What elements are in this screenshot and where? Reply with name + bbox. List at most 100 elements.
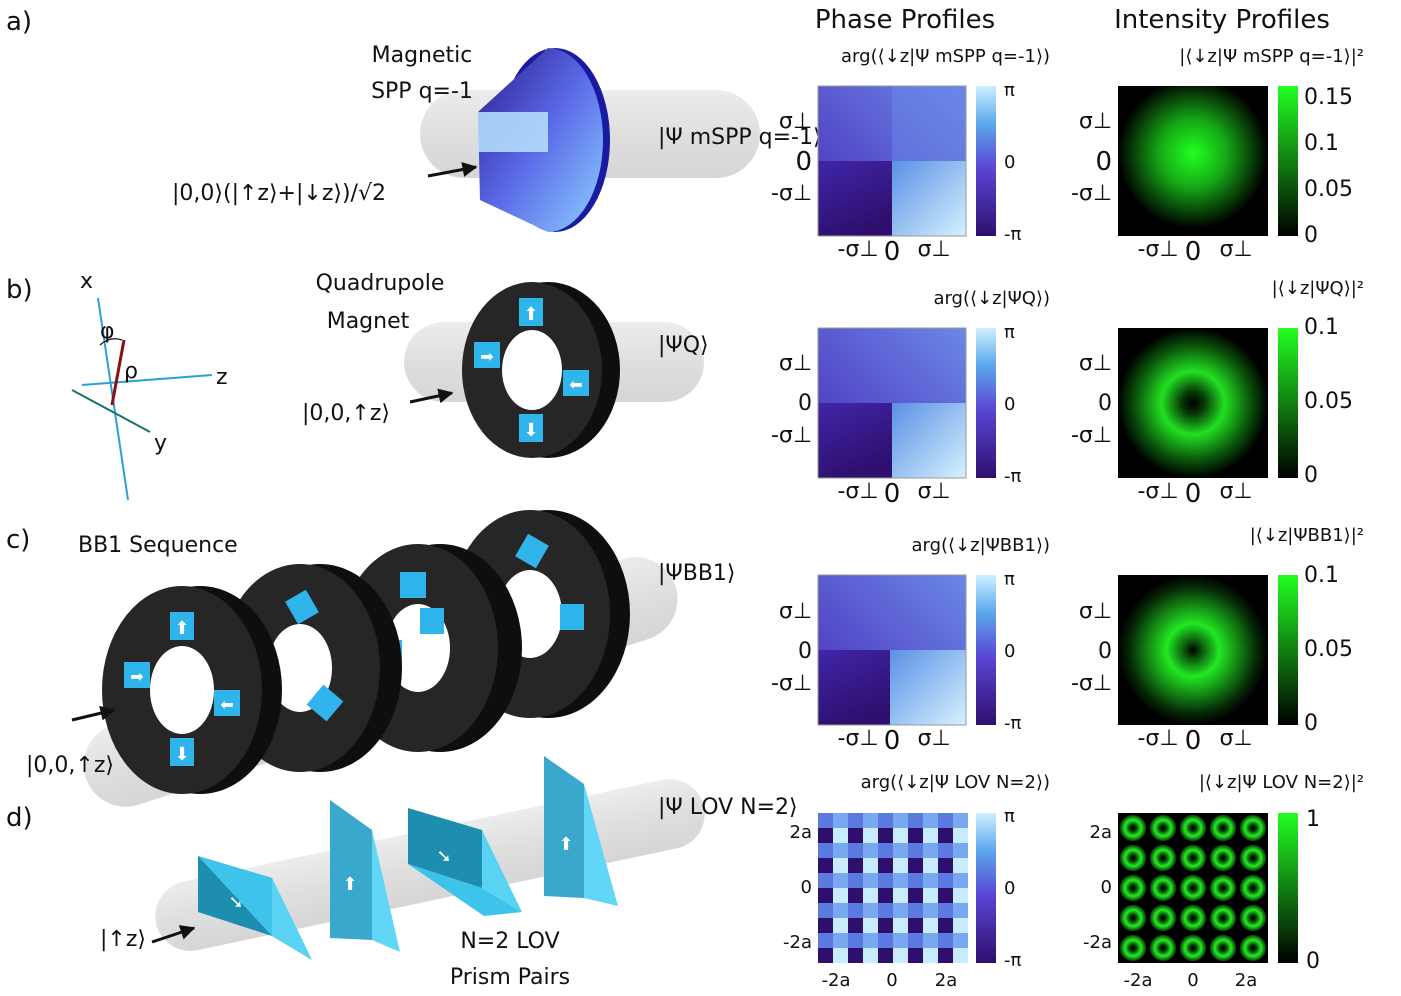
magnet-patch-right <box>563 370 589 396</box>
intensity-lattice-vortex <box>1239 904 1267 932</box>
phase-lattice-cell <box>818 843 848 873</box>
intensity-lattice-vortex <box>1209 844 1237 872</box>
spp-step <box>478 112 548 152</box>
phase-plot-c <box>817 574 996 726</box>
phase-lattice-cell <box>938 843 968 873</box>
intensity-lattice-vortex <box>1239 934 1267 962</box>
cbar-phase-max: π <box>1004 80 1015 101</box>
tick-x-neg: -σ⊥ <box>837 479 878 504</box>
cbar-phase-max: π <box>1004 569 1015 590</box>
panel-label-d: d) <box>6 803 33 833</box>
tick-y-neg: -σ⊥ <box>1071 423 1112 448</box>
cbar-intensity-tick: 0.1 <box>1304 131 1339 156</box>
tick-x-zero: 0 <box>884 479 901 509</box>
output-state-a: |Ψ mSPP q=-1⟩ <box>658 125 822 150</box>
input-state-d: |↑z⟩ <box>100 927 146 952</box>
input-state-a: |0,0⟩(|↑z⟩+|↓z⟩)/√2 <box>172 181 386 206</box>
intensity-title-b: |⟨↓z|ΨQ⟩|² <box>1272 278 1364 299</box>
intensity-profiles-header: Intensity Profiles <box>1114 5 1330 35</box>
prism-icon <box>330 800 372 940</box>
tick-y-zero: 0 <box>795 147 812 177</box>
arrow-right-icon <box>151 925 196 944</box>
panel-label-b: b) <box>6 275 33 305</box>
phase-lattice-cell <box>938 903 968 933</box>
prism-icon <box>544 756 584 898</box>
cbar-phase-min: -π <box>1004 713 1021 734</box>
tick-x-pos: 2a <box>1235 970 1257 991</box>
tick-x-zero: 0 <box>1185 479 1202 509</box>
tick-x-neg: -σ⊥ <box>837 237 878 262</box>
axis-label-phi: φ <box>100 319 115 344</box>
tick-x-zero: 0 <box>1187 970 1198 991</box>
cbar-intensity-tick: 0.15 <box>1304 85 1353 110</box>
cbar-phase-max: π <box>1004 322 1015 343</box>
svg-text:⬆: ⬆ <box>174 618 189 639</box>
cbar-phase-zero: 0 <box>1004 152 1015 173</box>
panel-a-diagram <box>420 48 760 232</box>
device-label-a2: SPP q=-1 <box>371 79 473 104</box>
intensity-lattice-vortex <box>1179 934 1207 962</box>
tick-y-pos: σ⊥ <box>1079 109 1112 134</box>
tick-y-zero: 0 <box>1101 877 1112 898</box>
phase-lattice-cell <box>908 903 938 933</box>
tick-x-zero: 0 <box>1185 237 1202 267</box>
tick-x-neg: -2a <box>822 970 851 991</box>
svg-text:➡: ➡ <box>480 347 493 366</box>
phase-lattice-cell <box>878 843 908 873</box>
intensity-lattice-vortex <box>1209 874 1237 902</box>
device-label-d1: N=2 LOV <box>460 929 559 954</box>
phase-lattice-cell <box>878 933 908 963</box>
cbar-intensity-tick: 0 <box>1304 223 1318 248</box>
phase-lattice-cell <box>848 813 878 843</box>
cbar-phase-zero: 0 <box>1004 394 1015 415</box>
input-state-b: |0,0,↑z⟩ <box>302 401 390 426</box>
device-label-b1: Quadrupole <box>316 271 445 296</box>
phase-title-c: arg(⟨↓z|ΨBB1⟩) <box>911 535 1050 556</box>
tick-x-pos: σ⊥ <box>1219 237 1252 262</box>
cbar-intensity-tick: 0 <box>1304 711 1318 736</box>
phase-lattice-cell <box>818 813 848 843</box>
intensity-lattice-vortex <box>1209 904 1237 932</box>
intensity-lattice-vortex <box>1119 874 1147 902</box>
cbar-phase-max: π <box>1004 806 1015 827</box>
intensity-title-a: |⟨↓z|Ψ mSPP q=-1⟩|² <box>1179 46 1364 67</box>
svg-text:⬆: ⬆ <box>558 834 573 855</box>
cbar-intensity-tick: 0 <box>1304 463 1318 488</box>
intensity-plot-b <box>1118 328 1298 478</box>
panel-label-a: a) <box>6 7 32 37</box>
phase-lattice-cell <box>848 843 878 873</box>
tick-y-neg: -2a <box>1083 932 1112 953</box>
device-label-d2: Prism Pairs <box>450 965 570 990</box>
phase-lattice-cell <box>848 903 878 933</box>
panel-label-c: c) <box>6 525 30 555</box>
phase-title-b: arg(⟨↓z|ΨQ⟩) <box>933 288 1050 309</box>
tick-y-neg: -σ⊥ <box>771 671 812 696</box>
panel-b-diagram: ⬆ ⬇ ➡ ⬅ <box>404 282 704 458</box>
magnet-patch-left <box>474 342 500 368</box>
tick-x-neg: -2a <box>1124 970 1153 991</box>
tick-x-neg: -σ⊥ <box>1137 726 1178 751</box>
cbar-intensity-tick: 0 <box>1306 949 1320 974</box>
phase-lattice-cell <box>938 933 968 963</box>
cbar-intensity-tick: 0.05 <box>1304 389 1353 414</box>
tick-x-pos: σ⊥ <box>1219 726 1252 751</box>
intensity-lattice-vortex <box>1239 844 1267 872</box>
axis-label-z: z <box>216 365 228 390</box>
tick-x-pos: 2a <box>935 970 957 991</box>
intensity-lattice-vortex <box>1239 814 1267 842</box>
intensity-lattice-vortex <box>1179 844 1207 872</box>
intensity-lattice-vortex <box>1209 814 1237 842</box>
arrow-right-icon <box>427 162 478 178</box>
phase-lattice-cell <box>848 933 878 963</box>
z-axis-line <box>81 374 213 386</box>
tick-y-zero: 0 <box>801 877 812 898</box>
intensity-lattice-vortex <box>1239 874 1267 902</box>
tick-y-neg: -2a <box>783 932 812 953</box>
tick-y-pos: 2a <box>1090 822 1112 843</box>
intensity-lattice-vortex <box>1179 814 1207 842</box>
tick-y-neg: -σ⊥ <box>1071 181 1112 206</box>
tick-x-neg: -σ⊥ <box>837 726 878 751</box>
intensity-plot-a <box>1118 86 1298 236</box>
intensity-plot-d <box>1118 813 1298 963</box>
